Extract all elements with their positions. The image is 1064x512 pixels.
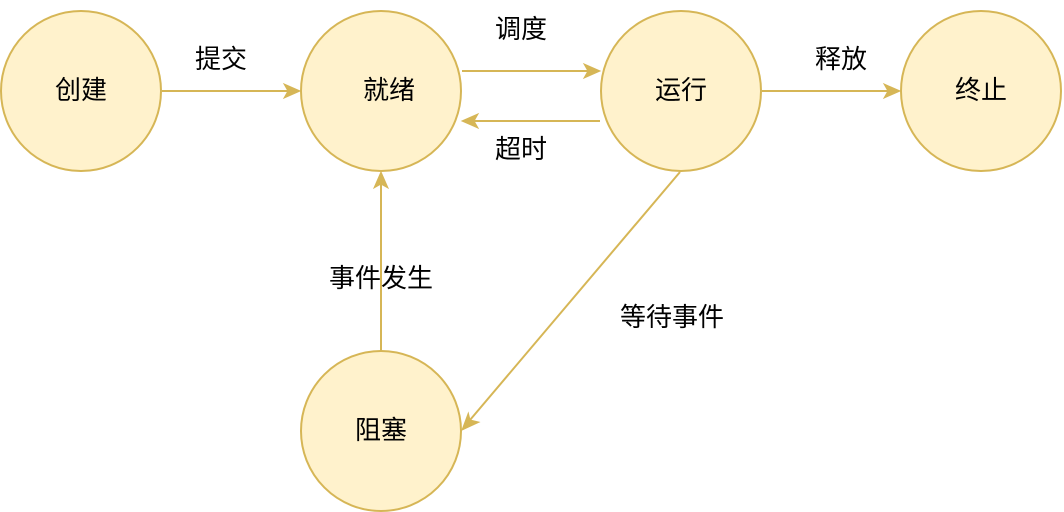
- state-terminated: 终止: [900, 10, 1062, 172]
- state-running: 运行: [600, 10, 762, 172]
- state-label: 运行: [655, 76, 707, 106]
- state-label: 就绪: [363, 76, 415, 106]
- arrowhead-icon: [582, 62, 602, 80]
- arrowhead-icon: [461, 411, 481, 431]
- state-label: 阻塞: [355, 416, 407, 446]
- edge-created-to-ready: [162, 82, 302, 100]
- state-ready: 就绪: [300, 10, 462, 172]
- edge-running-to-blocked: [461, 171, 681, 431]
- label-timeout: 超时: [495, 135, 547, 165]
- edge-ready-to-running: [462, 62, 602, 80]
- state-circle: [600, 10, 762, 172]
- edge-running-to-terminated: [762, 82, 902, 100]
- edge-blocked-to-ready: [372, 170, 390, 351]
- state-circle: [300, 10, 462, 172]
- arrowhead-icon: [372, 170, 390, 190]
- edge-line: [469, 171, 681, 421]
- state-circle: [0, 10, 162, 172]
- state-label: 终止: [955, 76, 1007, 106]
- label-event-occurs: 事件发生: [329, 264, 433, 294]
- label-submit: 提交: [195, 45, 247, 75]
- edge-running-to-ready: [460, 112, 600, 130]
- state-created: 创建: [0, 10, 162, 172]
- label-release: 释放: [815, 45, 867, 75]
- state-label: 创建: [55, 76, 107, 106]
- arrowhead-icon: [282, 82, 302, 100]
- arrowhead-icon: [882, 82, 902, 100]
- arrowhead-icon: [460, 112, 480, 130]
- state-circle: [300, 350, 462, 512]
- state-blocked: 阻塞: [300, 350, 462, 512]
- label-dispatch: 调度: [495, 15, 547, 45]
- state-circle: [900, 10, 1062, 172]
- label-wait-event: 等待事件: [620, 303, 724, 333]
